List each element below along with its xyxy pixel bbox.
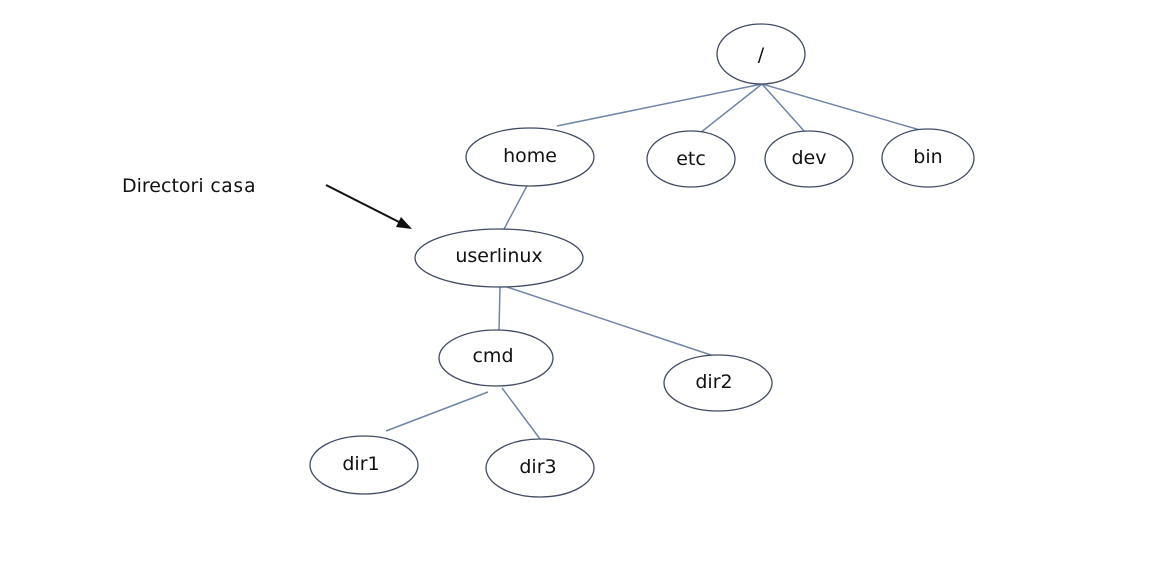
node-root-shape xyxy=(716,23,806,85)
edge-userlinux-cmd xyxy=(498,286,501,332)
node-etc: etc xyxy=(646,130,736,188)
node-userlinux: userlinux xyxy=(414,228,584,288)
node-cmd-shape xyxy=(438,329,554,387)
node-dir2-shape xyxy=(663,354,773,412)
tree-edges xyxy=(385,83,921,440)
node-bin-label: bin xyxy=(913,146,942,168)
node-dir3: dir3 xyxy=(485,438,595,498)
node-dir2: dir2 xyxy=(663,354,773,412)
node-root: / xyxy=(716,23,806,85)
annotation-label: Directori casa xyxy=(122,175,255,197)
node-home-shape xyxy=(465,127,595,187)
node-etc-label: etc xyxy=(676,148,706,170)
annotation-arrow-line xyxy=(325,184,404,225)
home-directory-annotation: Directori casa xyxy=(122,175,412,229)
node-userlinux-label: userlinux xyxy=(455,245,542,267)
node-bin-shape xyxy=(881,128,975,188)
node-etc-shape xyxy=(646,130,736,188)
node-cmd-label: cmd xyxy=(472,345,513,367)
edge-root-bin xyxy=(761,83,921,131)
node-home-label: home xyxy=(503,145,557,167)
node-dir1: dir1 xyxy=(309,435,419,495)
node-home: home xyxy=(465,127,595,187)
node-cmd: cmd xyxy=(438,329,554,387)
node-root-label: / xyxy=(758,44,765,66)
edge-home-userlinux xyxy=(502,181,530,232)
node-dev: dev xyxy=(764,130,854,188)
annotation-arrow-head-icon xyxy=(396,217,412,229)
node-dir3-shape xyxy=(485,438,595,498)
edge-root-dev xyxy=(761,83,806,133)
node-dir1-label: dir1 xyxy=(342,453,379,475)
node-dir1-shape xyxy=(309,435,419,495)
node-dir3-label: dir3 xyxy=(519,456,556,478)
node-dev-label: dev xyxy=(792,147,827,169)
edge-root-home xyxy=(556,83,763,127)
node-dir2-label: dir2 xyxy=(695,371,732,393)
node-userlinux-shape xyxy=(414,228,584,288)
annotation-label-mono: casa xyxy=(210,175,256,197)
node-dev-shape xyxy=(764,130,854,188)
node-bin: bin xyxy=(881,128,975,188)
annotation-label-word: Directori xyxy=(122,175,210,197)
edge-cmd-dir1 xyxy=(385,391,489,432)
edge-cmd-dir3 xyxy=(501,387,541,440)
edge-root-etc xyxy=(699,83,763,134)
edge-userlinux-dir2 xyxy=(506,286,718,358)
